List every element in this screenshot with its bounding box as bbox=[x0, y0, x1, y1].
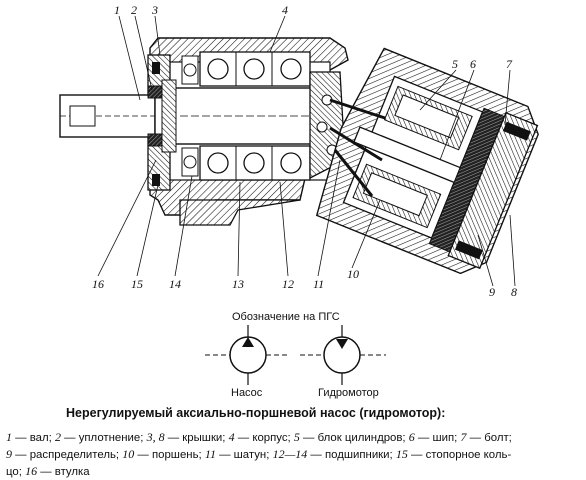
legend-text: цо; bbox=[6, 466, 26, 478]
legend-number: 1 bbox=[6, 430, 12, 444]
tilted-housing bbox=[315, 47, 539, 275]
legend-text: — корпус; bbox=[234, 432, 294, 444]
legend-number: 12—14 bbox=[272, 447, 308, 461]
legend-text: — блок цилиндров; bbox=[299, 432, 409, 444]
legend-number: 6 bbox=[408, 430, 415, 444]
legend-number: 7 bbox=[460, 430, 467, 444]
legend-number: 10 bbox=[122, 447, 135, 461]
callout-4: 4 bbox=[282, 3, 288, 17]
callout-7: 7 bbox=[506, 57, 513, 71]
caption-title: Нерегулируемый аксиально-поршневой насос… bbox=[66, 406, 446, 420]
callout-5: 5 bbox=[452, 57, 458, 71]
callout-11: 11 bbox=[313, 277, 324, 291]
pump-cross-section-drawing: 1 2 3 4 5 6 7 8 9 10 11 12 13 14 15 16 bbox=[59, 3, 539, 299]
leader-lines bbox=[97, 15, 516, 287]
callout-2: 2 bbox=[131, 3, 137, 17]
legend-text: — вал; bbox=[12, 432, 55, 444]
connecting-rods bbox=[329, 98, 386, 197]
callout-15: 15 bbox=[131, 277, 143, 291]
legend-text: — поршень; bbox=[134, 449, 205, 461]
legend-number: 3, 8 bbox=[146, 430, 165, 444]
callout-3: 3 bbox=[151, 3, 158, 17]
callout-9: 9 bbox=[489, 285, 495, 299]
legend-number: 15 bbox=[395, 447, 408, 461]
callout-12: 12 bbox=[282, 277, 294, 291]
legend-text: — уплотнение; bbox=[60, 432, 147, 444]
legend-text: — стопорное коль- bbox=[407, 449, 512, 461]
legend-line-1: 1 — вал; 2 — уплотнение; 3, 8 — крышки; … bbox=[6, 429, 580, 446]
legend-text: — шип; bbox=[414, 432, 461, 444]
legend-number: 11 bbox=[204, 447, 216, 461]
motor-symbol bbox=[300, 325, 386, 385]
legend-text: — шатун; bbox=[215, 449, 273, 461]
bearings-bottom bbox=[181, 145, 311, 181]
shaft bbox=[59, 79, 331, 153]
pump-label: Насос bbox=[231, 387, 263, 399]
legend-text: — распределитель; bbox=[12, 449, 123, 461]
bearings-top bbox=[181, 51, 311, 87]
callout-14: 14 bbox=[169, 277, 181, 291]
callout-10: 10 bbox=[347, 267, 359, 281]
callout-6: 6 bbox=[470, 57, 476, 71]
pump-symbol bbox=[205, 325, 290, 385]
callout-1: 1 bbox=[114, 3, 120, 17]
hydraulic-symbols: Обозначение на ПГС Насос Гидромотор bbox=[205, 311, 386, 399]
callout-8: 8 bbox=[511, 285, 517, 299]
motor-label: Гидромотор bbox=[318, 387, 379, 399]
legend-text: — крышки; bbox=[164, 432, 229, 444]
legend-text: — болт; bbox=[466, 432, 512, 444]
legend-line-2: 9 — распределитель; 10 — поршень; 11 — ш… bbox=[6, 446, 580, 463]
legend-text: — подшипники; bbox=[307, 449, 396, 461]
caption-legend: 1 — вал; 2 — уплотнение; 3, 8 — крышки; … bbox=[6, 429, 580, 480]
symbols-heading: Обозначение на ПГС bbox=[232, 311, 340, 323]
callout-16: 16 bbox=[92, 277, 104, 291]
callout-13: 13 bbox=[232, 277, 244, 291]
legend-line-3: цо; 16 — втулка bbox=[6, 463, 580, 480]
legend-number: 2 bbox=[54, 430, 61, 444]
legend-text: — втулка bbox=[37, 466, 90, 478]
legend-number: 4 bbox=[228, 430, 235, 444]
legend-number: 9 bbox=[6, 447, 12, 461]
legend-number: 5 bbox=[293, 430, 300, 444]
callout-numbers: 1 2 3 4 5 6 7 8 9 10 11 12 13 14 15 16 bbox=[92, 3, 517, 299]
legend-number: 16 bbox=[25, 464, 38, 478]
